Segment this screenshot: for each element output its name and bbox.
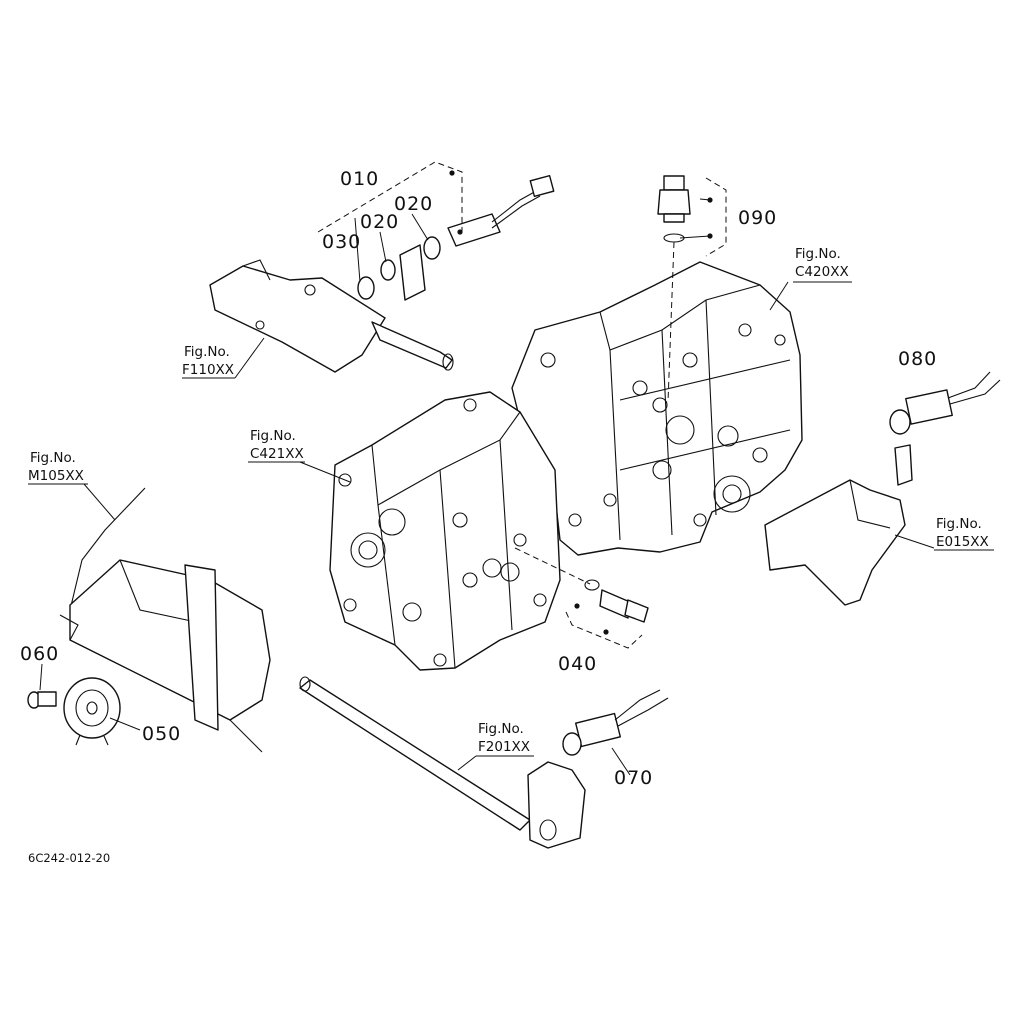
fig-ref-label-c421: Fig.No.: [250, 428, 296, 444]
group-bracket-090: [705, 177, 727, 257]
switch-070: [562, 689, 669, 756]
drawing-code: 6C242-012-20: [28, 851, 110, 865]
transmission-case-front: [329, 391, 561, 671]
fig-ref-label-f201: Fig.No.: [478, 721, 524, 737]
fig-ref-label-e015: Fig.No.: [936, 516, 982, 532]
speed-sensor-010: [357, 174, 555, 300]
right-bracket: [764, 444, 913, 606]
bolt-060: [27, 691, 57, 709]
fig-ref-c421xx: C421XX: [250, 446, 304, 462]
label-030: 030: [322, 231, 361, 253]
horn-050: [63, 677, 121, 746]
label-080: 080: [898, 348, 937, 370]
fig-ref-m105xx: M105XX: [28, 468, 84, 484]
label-060: 060: [20, 643, 59, 665]
label-050: 050: [142, 723, 181, 745]
left-frame: [59, 487, 271, 753]
label-020-left: 020: [360, 211, 399, 233]
shift-shaft: [299, 676, 586, 849]
pressure-switch-090: [657, 175, 691, 403]
label-010: 010: [340, 168, 379, 190]
group-bracket-010: [317, 161, 463, 233]
transmission-case-rear: [511, 261, 803, 556]
group-bracket-040: [565, 611, 643, 649]
fig-ref-f110xx: F110XX: [182, 362, 234, 378]
fig-ref-label-m105: Fig.No.: [30, 450, 76, 466]
label-040: 040: [558, 653, 597, 675]
label-070: 070: [614, 767, 653, 789]
leader-lines: [28, 170, 994, 776]
fig-ref-c420xx: C420XX: [795, 264, 849, 280]
switch-040: [514, 547, 649, 623]
fig-ref-f201xx: F201XX: [478, 739, 530, 755]
label-090: 090: [738, 207, 777, 229]
fig-ref-label-c420: Fig.No.: [795, 246, 841, 262]
upper-shift-bracket: [209, 244, 454, 373]
switch-080: [889, 371, 1001, 435]
label-020-right: 020: [394, 193, 433, 215]
fig-ref-label-f110: Fig.No.: [184, 344, 230, 360]
fig-ref-e015xx: E015XX: [936, 534, 989, 550]
